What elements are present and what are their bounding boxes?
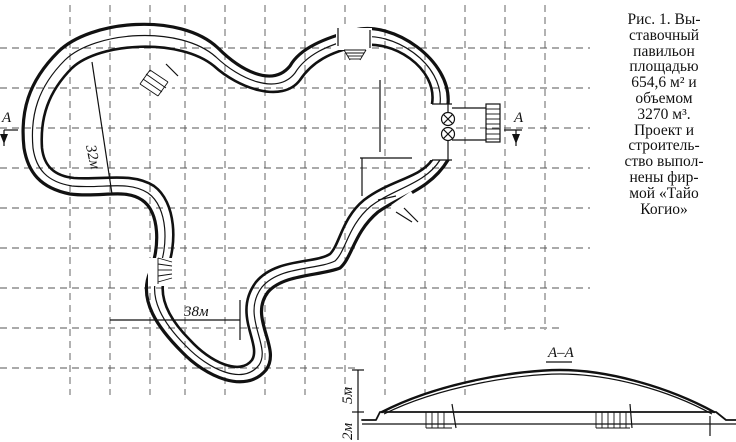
dimension-length: 38м	[110, 300, 241, 340]
entrance-lower-left	[148, 257, 173, 286]
pavilion-outer-wall	[21, 22, 450, 384]
caption-line: объемом	[635, 89, 693, 107]
caption-line: ство выпол-	[624, 153, 704, 171]
caption-line: площадью	[629, 58, 699, 76]
svg-text:38м: 38м	[183, 304, 209, 320]
svg-text:А–А: А–А	[547, 345, 575, 361]
pavilion-inner-wall	[40, 43, 434, 369]
caption-line: строитель-	[628, 137, 700, 155]
caption-line: Рис. 1. Вы-	[627, 11, 701, 28]
entrance-upper-left	[139, 61, 180, 101]
caption-line: павильон	[633, 42, 695, 60]
caption-line: нены фир-	[629, 168, 699, 186]
caption-line: Когио»	[640, 200, 688, 218]
caption-line: Проект и	[633, 121, 695, 139]
cross-section-drawing: А–А 5м 2м	[340, 345, 736, 440]
svg-text:А: А	[513, 110, 524, 126]
section-marker-left: А	[0, 110, 18, 146]
dimension-width: 32м	[82, 61, 113, 195]
caption-line: 3270 м³.	[637, 105, 691, 123]
svg-text:А: А	[1, 110, 12, 126]
section-marker-right: А	[504, 110, 524, 146]
figure-caption: Рис. 1. Вы- ставочный павильон площадью …	[600, 12, 728, 217]
interior-partition	[360, 80, 412, 196]
svg-text:32м: 32м	[82, 143, 103, 172]
entrance-right-main	[430, 103, 501, 161]
caption-line: 654,6 м² и	[631, 74, 697, 92]
caption-line: мой «Тайо	[629, 184, 699, 202]
construction-grid	[0, 5, 590, 395]
pavilion-centre-line	[31, 35, 441, 376]
svg-text:5м: 5м	[340, 387, 356, 405]
svg-text:2м: 2м	[340, 423, 356, 441]
caption-line: ставочный	[628, 26, 700, 44]
entrance-right-lower	[377, 191, 425, 225]
entrance-top	[336, 28, 372, 61]
